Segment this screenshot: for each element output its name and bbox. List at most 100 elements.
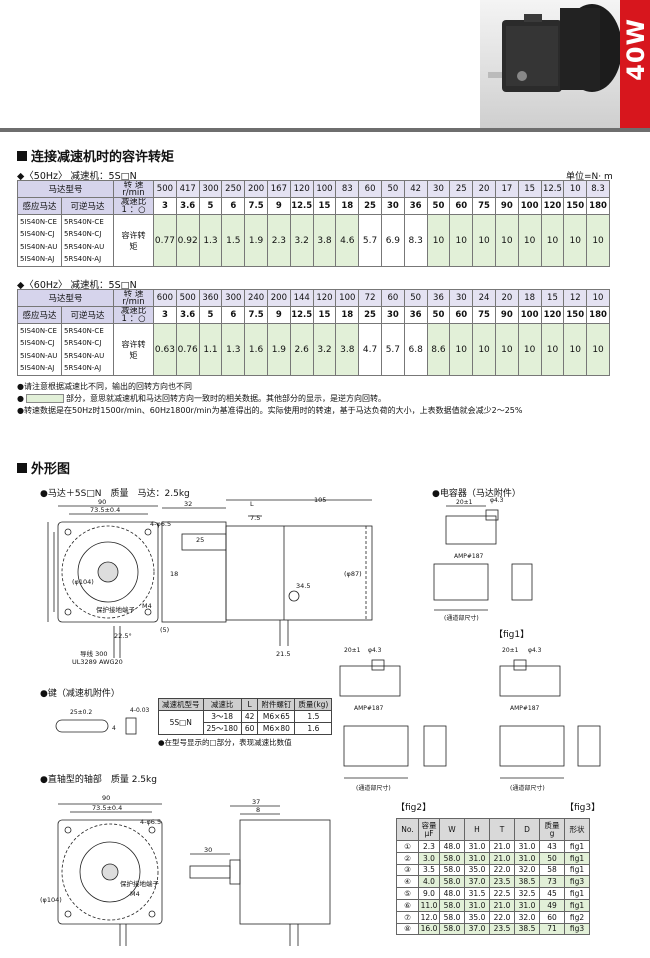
speed-cell: 60 <box>358 180 382 198</box>
cap-dims-label: (通道部尺寸) <box>444 614 479 622</box>
ratio-cell: 50 <box>426 306 451 324</box>
note-green-bullet: ● <box>17 394 24 403</box>
induction-model: 5IS40N-AJ <box>20 364 55 372</box>
torque-cell: 10 <box>540 214 565 267</box>
ratio-cell: 90 <box>494 306 519 324</box>
dim-18: 18 <box>170 570 178 578</box>
cap-cell: 35.0 <box>464 863 490 877</box>
kt-r0c1: 42 <box>240 710 259 723</box>
cap-header: H <box>464 818 490 841</box>
speed-cell: 144 <box>289 289 314 307</box>
speed-cell: 17 <box>494 180 519 198</box>
speed-cell: 72 <box>358 289 382 307</box>
kt-h3: 附件螺钉 <box>257 698 296 711</box>
torque-cell: 0.92 <box>175 214 200 267</box>
ratio-cell: 12.5 <box>289 197 314 215</box>
cap-cell: 31.0 <box>464 840 490 853</box>
torque-cell: 0.63 <box>153 323 177 376</box>
ratio-cell: 12.5 <box>289 306 314 324</box>
ratio-cell: 180 <box>586 306 610 324</box>
ratio-cell: 30 <box>380 197 405 215</box>
shaft-m4: M4 <box>130 890 140 898</box>
cap-cell: 48.0 <box>439 840 465 853</box>
unit-label: 单位=N· m <box>566 172 613 182</box>
motor-gear-label: ●马达＋5S□N 质量 马达：2.5kg <box>40 489 190 499</box>
cap-amp: AMP#187 <box>454 553 484 560</box>
ratio-cell: 36 <box>403 306 428 324</box>
ul-label: UL3289 AWG20 <box>72 658 123 666</box>
ratio-cell: 180 <box>586 197 610 215</box>
kt-h4: 质量(kg) <box>294 698 333 711</box>
cap-cell: fig3 <box>564 922 590 936</box>
dim-5: (5) <box>160 626 169 634</box>
cap-header: T <box>489 818 515 841</box>
shaft-dim-4phi65: 4-φ6.5 <box>140 818 161 826</box>
fig3-label: 【fig3】 <box>565 803 601 813</box>
cap-cell: 16.0 <box>418 922 440 936</box>
col-speed-unit: r/min <box>122 188 145 198</box>
cap-cell: ⑥ <box>396 898 419 912</box>
speed-cell: 120 <box>289 180 314 198</box>
cap-cell: 58.0 <box>439 898 465 912</box>
speed-cell: 500 <box>153 180 177 198</box>
power-badge: 40W <box>620 0 650 128</box>
cap-cell: 31.0 <box>514 898 540 912</box>
cap-cell: 21.0 <box>489 851 515 865</box>
speed-cell: 200 <box>266 289 291 307</box>
torque-cell: 2.6 <box>289 323 314 376</box>
speed-cell: 24 <box>472 289 496 307</box>
dim-90: 90 <box>98 498 106 506</box>
cap-cell: 31.0 <box>464 898 490 912</box>
cap-cell: 58.0 <box>439 922 465 936</box>
cap-cell: 11.0 <box>418 898 440 912</box>
key-drawing: 25±0.2 4 4-0.03 <box>55 707 150 735</box>
ratio-cell: 18 <box>335 306 360 324</box>
note-green-text: 部分，意思就减速机和马达回转方向一致时的相关数据。其他部分的显示，是逆方向回转。 <box>65 394 386 403</box>
cap-cell: 9.0 <box>418 887 440 900</box>
fig2-20: 20±1 <box>344 647 361 654</box>
col-induction-header: 感应马达 <box>17 197 62 215</box>
ratio-cell: 3 <box>153 197 177 215</box>
cap-cell: 60 <box>539 910 565 924</box>
cap-cell: ⑧ <box>396 922 419 936</box>
kt-h1: 减速比 <box>202 698 242 711</box>
cap-cell: 37.0 <box>464 922 490 936</box>
ratio-cell: 18 <box>335 197 360 215</box>
speed-cell: 83 <box>335 180 360 198</box>
green-swatch <box>25 394 64 403</box>
motor-photo <box>480 0 620 128</box>
speed-cell: 50 <box>403 289 428 307</box>
ratio-cell: 7.5 <box>244 306 268 324</box>
speed-cell: 120 <box>312 289 337 307</box>
note-speed: ●转速数据是在50Hz时1500r/min、60Hz1800r/min为基准得出… <box>17 406 523 415</box>
shaft-ground-label: 保护接地端子 <box>120 879 160 888</box>
torque-cell: 3.2 <box>289 214 314 267</box>
key-dim-4: 4 <box>112 725 116 732</box>
speed-cell: 12.5 <box>540 180 565 198</box>
cap-cell: 58 <box>539 863 565 877</box>
torque-cell: 1.3 <box>198 214 223 267</box>
ratio-cell: 30 <box>380 306 405 324</box>
torque-cell: 0.76 <box>175 323 200 376</box>
dim-4phi65: 4-φ6.5 <box>150 520 171 528</box>
cap-cell: 48.0 <box>439 887 465 900</box>
reversible-model: 5RS40N-CE <box>64 217 104 226</box>
speed-cell: 300 <box>198 180 223 198</box>
key-table-note: ●在型号显示的□部分，表现减速比数值 <box>158 738 292 747</box>
fig2-phi43: φ4.3 <box>368 647 382 654</box>
induction-model: 5IS40N-AU <box>20 351 58 360</box>
cap-cell: 31.0 <box>514 851 540 865</box>
col-model-header: 马达型号 <box>17 180 114 198</box>
speed-cell: 25 <box>449 180 474 198</box>
speed-cell: 12 <box>563 289 588 307</box>
cap-cell: 58.0 <box>439 875 465 889</box>
torque-cell: 10 <box>586 323 610 376</box>
shaft-label: ●直轴型的轴部 质量 2.5kg <box>40 775 157 785</box>
induction-model: 5IS40N-AU <box>20 242 58 251</box>
torque-cell: 3.8 <box>335 323 360 376</box>
ratio-cell: 9 <box>266 197 291 215</box>
torque-cell: 10 <box>494 214 519 267</box>
